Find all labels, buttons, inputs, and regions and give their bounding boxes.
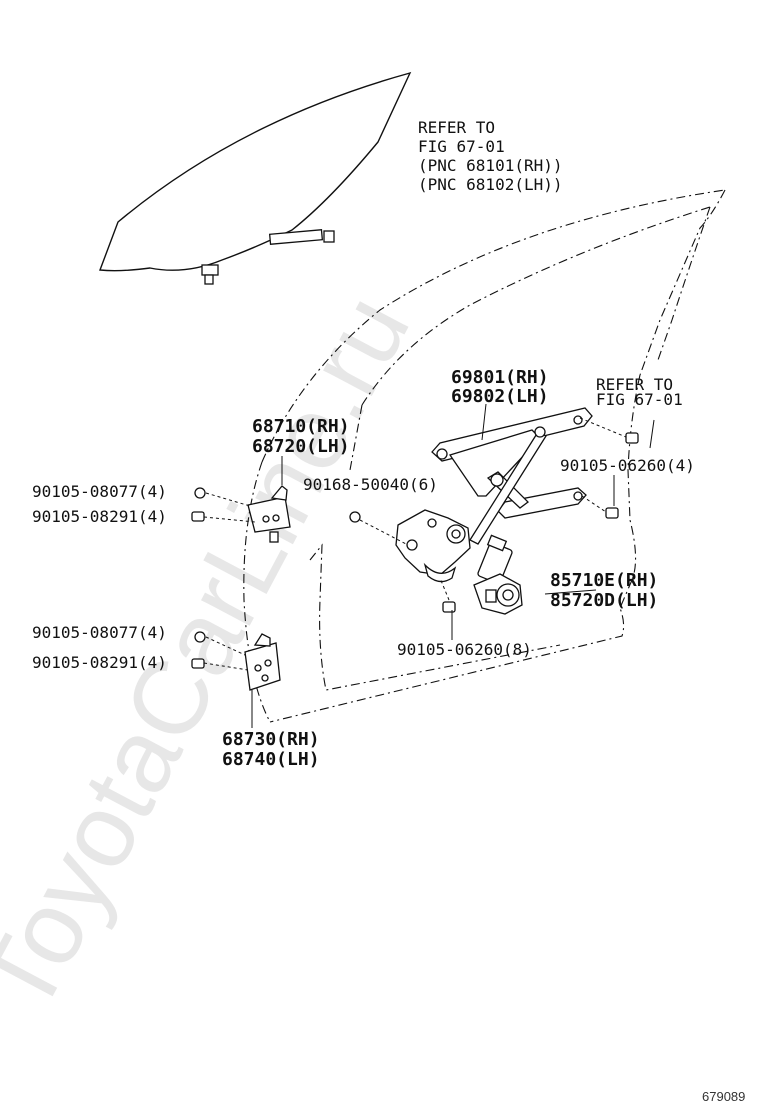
motor-lh-label: 85720D(LH) xyxy=(550,590,658,611)
motor-rh-label: 85710E(RH) xyxy=(550,570,658,591)
fastener-label: 90105-06260(8) xyxy=(397,640,532,659)
fastener-label: 90105-08077(4) xyxy=(32,482,167,501)
ref-line: FIG 67-01 xyxy=(418,137,505,156)
ref-line: REFER TO xyxy=(418,118,495,137)
fastener-labels: 90105-08077(4) 90105-08291(4) 90105-0807… xyxy=(32,456,695,672)
fastener-label: 90105-08291(4) xyxy=(32,653,167,672)
regulator-gear-plate xyxy=(395,509,471,583)
bolt-icon xyxy=(442,601,456,613)
part-labels: 69801(RH) 69802(LH) 68710(RH) 68720(LH) … xyxy=(222,367,658,770)
bolt-icon xyxy=(191,658,205,669)
lower-door-hinge xyxy=(244,633,281,691)
ref-line: FIG 67-01 xyxy=(596,390,683,409)
lower-hinge-rh-label: 68730(RH) xyxy=(222,729,320,750)
glass-reference: REFER TO FIG 67-01 (PNC 68101(RH)) (PNC … xyxy=(418,118,563,194)
window-motor xyxy=(473,534,523,615)
bolt-icon xyxy=(605,507,619,519)
fastener-label: 90105-08077(4) xyxy=(32,623,167,642)
fastener-label: 90105-06260(4) xyxy=(560,456,695,475)
figure-id: 679089 xyxy=(702,1089,745,1104)
upper-door-hinge xyxy=(247,485,291,543)
ref-line: (PNC 68102(LH)) xyxy=(418,175,563,194)
leader-lines xyxy=(203,403,655,728)
bolt-icon xyxy=(194,487,206,499)
lower-hinge-lh-label: 68740(LH) xyxy=(222,749,320,770)
bolt-icon xyxy=(194,631,206,643)
ref-line: REFER TO xyxy=(596,375,673,394)
fastener-label: 90168-50040(6) xyxy=(303,475,438,494)
upper-hinge-lh-label: 68720(LH) xyxy=(252,436,350,457)
fastener-icons xyxy=(191,432,639,669)
door-glass xyxy=(99,71,412,285)
regulator-reference: REFER TO FIG 67-01 xyxy=(596,375,683,409)
bolt-icon xyxy=(191,511,205,522)
window-regulator xyxy=(431,407,593,545)
bolt-icon xyxy=(625,432,639,444)
fastener-label: 90105-08291(4) xyxy=(32,507,167,526)
ref-line: (PNC 68101(RH)) xyxy=(418,156,563,175)
upper-hinge-rh-label: 68710(RH) xyxy=(252,416,350,437)
screw-icon xyxy=(349,511,361,523)
regulator-lh-label: 69802(LH) xyxy=(451,386,549,407)
regulator-rh-label: 69801(RH) xyxy=(451,367,549,388)
door-outline xyxy=(243,189,726,723)
